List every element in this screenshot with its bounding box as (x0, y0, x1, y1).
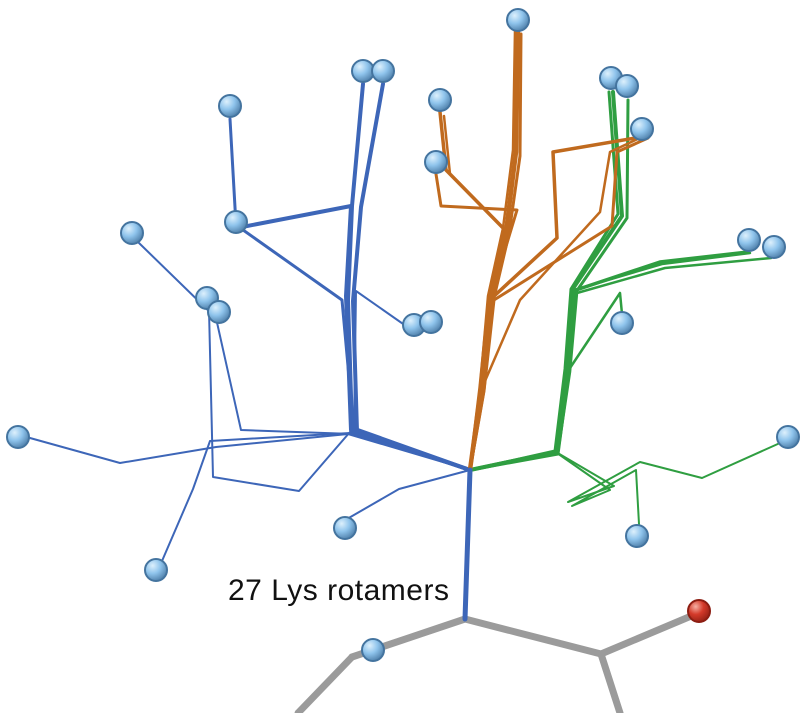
backbone-bond (461, 615, 605, 658)
nitrogen-atom (6, 425, 30, 449)
nitrogen-atom (144, 558, 168, 582)
nitrogen-atom (120, 221, 144, 245)
rotamer-sidechain-blue (346, 82, 472, 472)
rotamer-sidechain-orange (468, 134, 646, 472)
figure-caption: 27 Lys rotamers (228, 574, 450, 607)
nitrogen-atom (630, 117, 654, 141)
backbone-bond (597, 650, 624, 713)
rotamer-sidechain-blue (346, 469, 471, 520)
nitrogen-atom (218, 94, 242, 118)
rotamer-sidechain-green (469, 442, 781, 503)
nitrogen-atom (615, 74, 639, 98)
nitrogen-atom (361, 638, 385, 662)
nitrogen-atom (424, 150, 448, 174)
oxygen-atom (687, 599, 711, 623)
rotamer-sidechain-blue (138, 242, 471, 471)
ca-cb-bond (462, 467, 473, 622)
nitrogen-atom (610, 311, 634, 335)
backbone-bond (294, 653, 356, 713)
nitrogen-atom (762, 235, 786, 259)
rotamer-sidechain-blue (208, 309, 471, 492)
nitrogen-atom (506, 8, 530, 32)
nitrogen-atom (371, 59, 395, 83)
nitrogen-atom (419, 310, 443, 334)
rotamer-sidechain-orange (468, 28, 517, 472)
rotamer-sidechain-green (468, 256, 773, 472)
nitrogen-atom (333, 516, 357, 540)
backbone-bond (597, 610, 700, 658)
nitrogen-atom (224, 210, 248, 234)
nitrogen-atom (351, 59, 375, 83)
nitrogen-atom (776, 425, 800, 449)
rotamer-sidechain-green (468, 251, 752, 472)
nitrogen-atom (428, 88, 452, 112)
nitrogen-atom (625, 524, 649, 548)
nitrogen-atom (737, 228, 761, 252)
rotamer-sidechain-blue (351, 82, 472, 472)
nitrogen-atom (207, 300, 231, 324)
